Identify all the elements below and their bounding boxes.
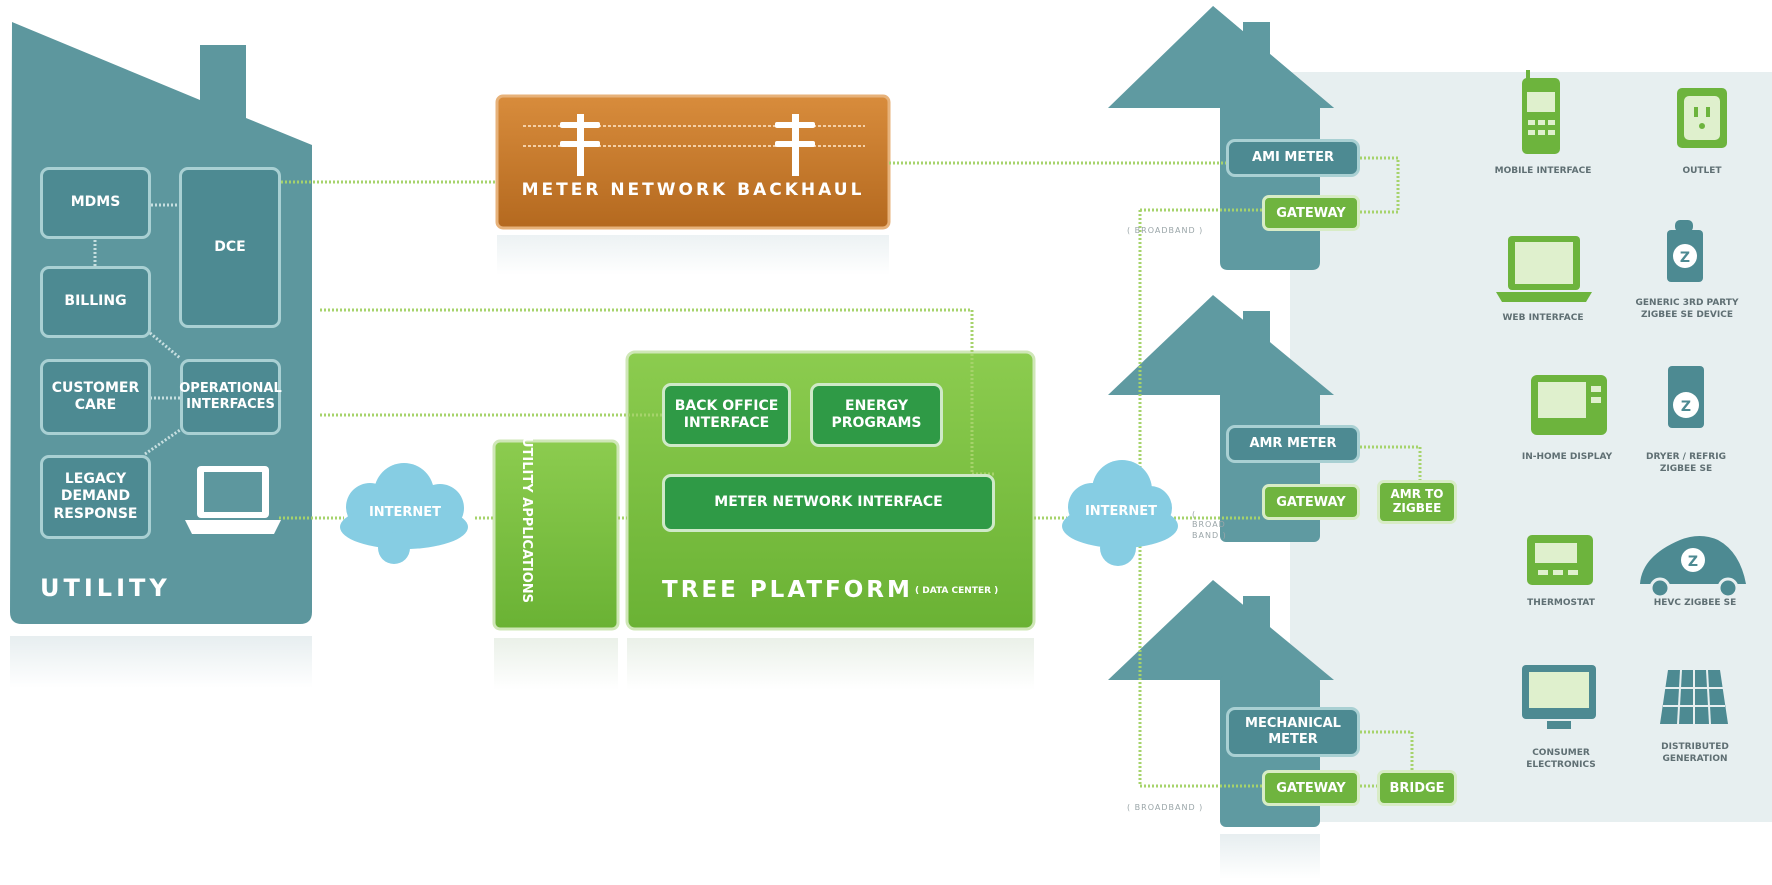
consumer-electronics-icon [1522, 665, 1596, 729]
mobile-phone-icon [1522, 70, 1560, 154]
utility-title: UTILITY [40, 574, 171, 602]
utility-internal-lines [93, 203, 181, 456]
outlet-icon [1677, 88, 1727, 148]
gateway-block-1[interactable]: GATEWAY [1262, 195, 1360, 231]
solar-panel-icon [1660, 669, 1728, 725]
device-panel [1290, 72, 1772, 822]
ami-meter-block[interactable]: AMI METER [1226, 139, 1360, 177]
generic-zigbee-label: GENERIC 3RD PARTY ZIGBEE SE DEVICE [1635, 298, 1739, 320]
meter-network-interface-block[interactable]: METER NETWORK INTERFACE [662, 474, 995, 532]
operational-interfaces-block[interactable]: OPERATIONAL INTERFACES [179, 359, 282, 435]
utility-applications-label[interactable]: UTILITY APPLICATIONS [518, 436, 534, 604]
utility-applications-shape [492, 439, 620, 690]
utility-pole-icon [775, 114, 815, 176]
utility-pole-icon [560, 114, 600, 176]
electric-car-icon: Z [1640, 536, 1746, 599]
internet-label-right: INTERNET [1084, 504, 1158, 519]
customer-care-block[interactable]: CUSTOMER CARE [40, 359, 151, 435]
in-home-display-label: IN-HOME DISPLAY [1521, 452, 1613, 462]
amr-to-zigbee-block[interactable]: AMR TO ZIGBEE [1377, 480, 1457, 524]
web-laptop-icon [1496, 236, 1592, 302]
consumer-electronics-label: CONSUMER ELECTRONICS [1526, 748, 1596, 770]
thermostat-label: THERMOSTAT [1527, 598, 1595, 608]
amr-meter-block[interactable]: AMR METER [1226, 425, 1360, 463]
hevc-label: HEVC ZIGBEE SE [1653, 598, 1737, 608]
cloud-icon-left [340, 463, 468, 564]
zigbee-device-icon: Z [1667, 220, 1703, 282]
legacy-demand-response-block[interactable]: LEGACY DEMAND RESPONSE [40, 455, 151, 539]
energy-programs-block[interactable]: ENERGY PROGRAMS [810, 383, 943, 447]
web-interface-label: WEB INTERFACE [1502, 313, 1584, 323]
cloud-icon-right [1062, 460, 1178, 566]
outlet-label: OUTLET [1682, 166, 1722, 176]
back-office-interface-block[interactable]: BACK OFFICE INTERFACE [662, 383, 791, 447]
mobile-interface-label: MOBILE INTERFACE [1494, 166, 1592, 176]
in-home-display-icon [1531, 375, 1607, 435]
tree-platform-title: TREE PLATFORM [662, 577, 913, 603]
meter-network-backhaul-label: METER NETWORK BACKHAUL [521, 180, 865, 200]
svg-text:Z: Z [1688, 554, 1698, 570]
tree-platform-subtitle: ( DATA CENTER ) [915, 586, 999, 596]
broadband-label-1: ( BROADBAND ) [1127, 226, 1204, 235]
thermostat-icon [1527, 535, 1593, 585]
internet-label-left: INTERNET [368, 505, 442, 520]
laptop-icon [185, 466, 281, 534]
bridge-block[interactable]: BRIDGE [1377, 770, 1457, 806]
gateway-block-3[interactable]: GATEWAY [1262, 770, 1360, 806]
svg-text:Z: Z [1680, 250, 1690, 266]
broadband-label-2: ( BROAD BAND ) [1192, 510, 1227, 540]
broadband-label-3: ( BROADBAND ) [1127, 803, 1204, 812]
dryer-refrig-label: DRYER / REFRIG ZIGBEE SE [1646, 452, 1726, 474]
gateway-block-2[interactable]: GATEWAY [1262, 484, 1360, 520]
connection-lines [279, 156, 1422, 788]
mdms-block[interactable]: MDMS [40, 167, 151, 239]
mechanical-meter-block[interactable]: MECHANICAL METER [1226, 707, 1360, 757]
dryer-refrig-icon: Z [1668, 366, 1704, 428]
svg-text:Z: Z [1681, 399, 1691, 415]
dce-block[interactable]: DCE [179, 167, 281, 328]
distributed-generation-label: DISTRIBUTED GENERATION [1661, 742, 1729, 764]
billing-block[interactable]: BILLING [40, 266, 151, 338]
